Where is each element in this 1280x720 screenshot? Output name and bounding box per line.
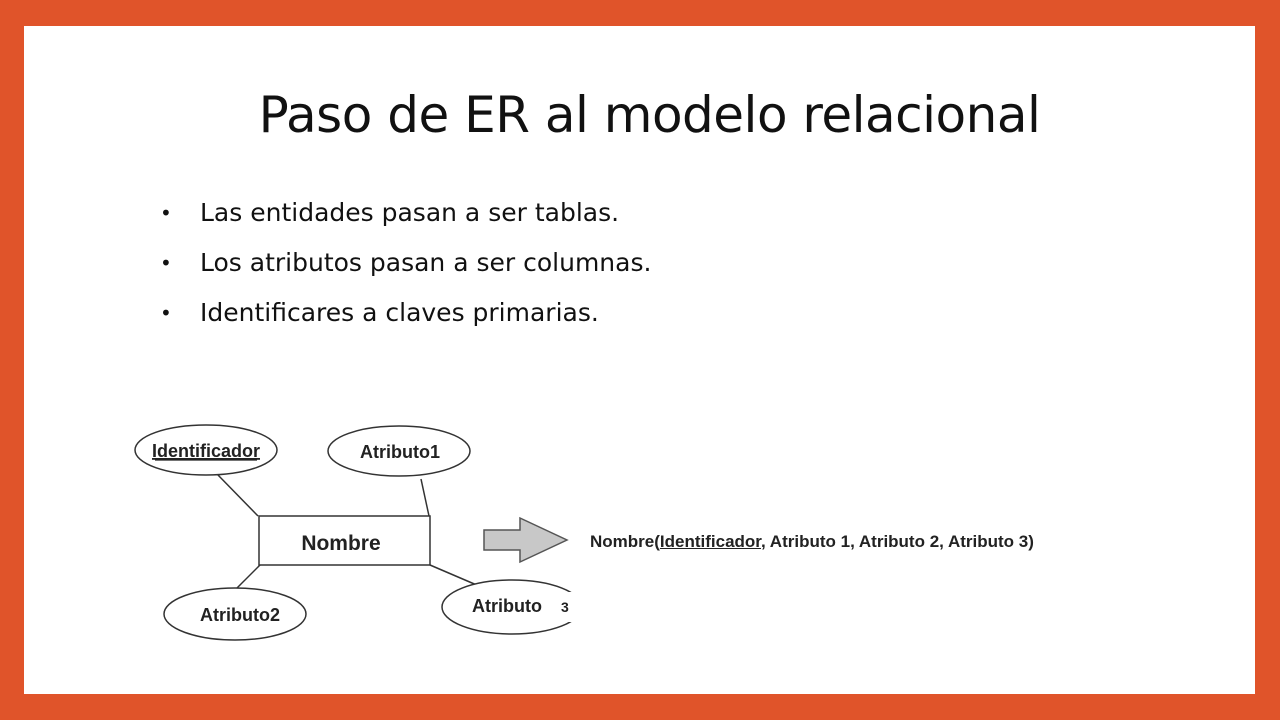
connector-line (216, 473, 259, 517)
relational-table-name: Nombre( (590, 532, 660, 551)
bullet-item: • Los atributos pasan a ser columnas. (160, 244, 651, 294)
attribute3-number: 3 (561, 599, 569, 615)
attribute3-label: Atributo (472, 596, 542, 616)
relational-primary-key: Identificador (659, 532, 761, 551)
attribute1-ellipse (327, 425, 471, 477)
bullet-text: Los atributos pasan a ser columnas. (200, 248, 652, 277)
bullet-text: Las entidades pasan a ser tablas. (200, 198, 620, 227)
attribute3-mask (553, 592, 587, 622)
bullet-dot-icon: • (160, 301, 172, 325)
entity-label: Nombre (301, 532, 380, 555)
bullet-list: • Las entidades pasan a ser tablas. • Los … (160, 194, 651, 344)
bullet-text: Identificares a claves primarias. (200, 298, 599, 327)
attribute2-ellipse (163, 587, 307, 641)
connector-line (429, 564, 480, 587)
key-attribute-label: Identificador (152, 441, 260, 461)
connector-line (420, 478, 430, 517)
relational-schema: Nombre(Identificador, Atributo 1, Atribu… (590, 532, 1034, 552)
attribute2-label: Atributo2 (200, 605, 280, 625)
bullet-dot-icon: • (160, 251, 172, 275)
right-arrow-icon (483, 516, 569, 564)
bullet-item: • Las entidades pasan a ser tablas. (160, 194, 651, 244)
entity-box (258, 515, 431, 566)
bullet-item: • Identificares a claves primarias. (160, 294, 651, 344)
slide: Paso de ER al modelo relacional • Las ent… (24, 26, 1255, 694)
slide-title: Paso de ER al modelo relacional (258, 86, 1041, 144)
connector-line (233, 564, 261, 592)
key-attribute-ellipse (134, 424, 278, 476)
relational-attributes: , Atributo 1, Atributo 2, Atributo 3) (760, 532, 1034, 551)
er-diagram: Identificador Atributo1 Atributo2 Atribu… (134, 424, 587, 641)
bullet-dot-icon: • (160, 201, 172, 225)
attribute1-label: Atributo1 (360, 442, 440, 462)
